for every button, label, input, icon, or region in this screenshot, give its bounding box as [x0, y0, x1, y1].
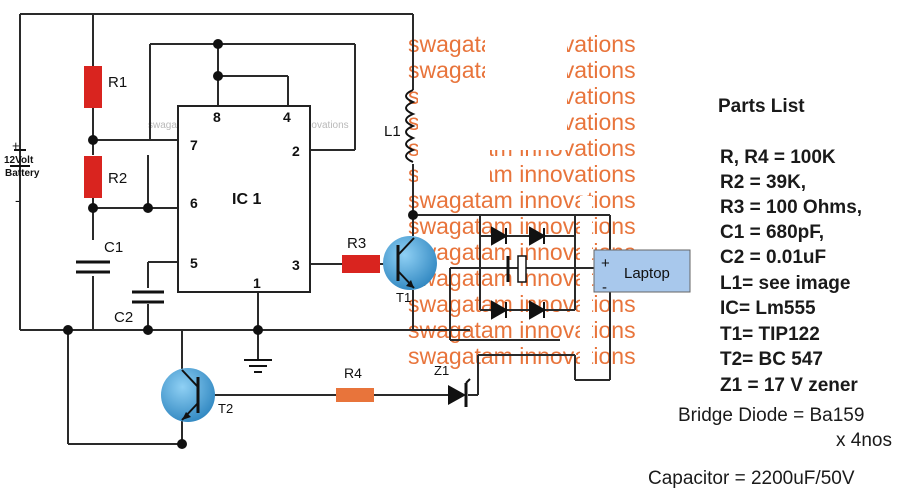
battery-minus: -	[15, 192, 20, 208]
filter-capacitor	[506, 255, 527, 283]
pin-4: 4	[283, 109, 291, 125]
label-laptop: Laptop	[624, 265, 670, 282]
parts-list-title: Parts List	[718, 96, 805, 117]
bridge-diode-qty: x 4nos	[836, 430, 892, 451]
resistor-r2	[84, 156, 102, 198]
label-z1: Z1	[434, 363, 449, 378]
bridge-diode-note: Bridge Diode = Ba159	[678, 405, 864, 426]
parts-item: IC= Lm555	[720, 298, 816, 319]
watermark-line: swagatam innovations	[408, 213, 636, 239]
label-r1: R1	[108, 74, 127, 91]
parts-item: R2 = 39K,	[720, 172, 806, 193]
parts-item: Z1 = 17 V zener	[720, 375, 858, 396]
capacitors	[76, 260, 164, 304]
zener-z1	[448, 378, 471, 407]
parts-item: C2 = 0.01uF	[720, 247, 826, 268]
diode	[529, 226, 547, 246]
capacitor-note: Capacitor = 2200uF/50V	[648, 468, 855, 489]
ic-555: IC 1 8 4 7 2 6 5 3 1	[177, 105, 311, 293]
parts-item: L1= see image	[720, 273, 850, 294]
laptop-minus: -	[602, 279, 607, 296]
parts-item: T2= BC 547	[720, 349, 823, 370]
pin-8: 8	[213, 109, 221, 125]
pin-2: 2	[292, 143, 300, 159]
resistor-r3	[342, 255, 380, 273]
label-r2: R2	[108, 170, 127, 187]
pin-5: 5	[190, 255, 198, 271]
parts-list: Parts List R, R4 = 100K R2 = 39K, R3 = 1…	[718, 96, 862, 396]
label-c1: C1	[104, 239, 123, 256]
diode	[491, 226, 509, 246]
laptop-plus: +	[601, 255, 610, 272]
parts-item: R, R4 = 100K	[720, 147, 836, 168]
inductor-l1	[405, 89, 416, 163]
transistor-t1	[383, 236, 437, 290]
label-c2: C2	[114, 309, 133, 326]
resistor-r1	[84, 66, 102, 108]
transistor-t2	[161, 368, 215, 422]
battery-label: Battery	[5, 168, 40, 179]
label-t1: T1	[396, 290, 411, 305]
label-t2: T2	[218, 401, 233, 416]
battery: + 12Volt Battery -	[4, 138, 40, 208]
diode	[491, 300, 509, 320]
pin-3: 3	[292, 257, 300, 273]
notes: Bridge Diode = Ba159 x 4nos Capacitor = …	[648, 405, 892, 489]
label-ic: IC 1	[232, 191, 261, 208]
battery-plus: +	[12, 138, 20, 153]
wires	[19, 13, 611, 445]
pin-6: 6	[190, 195, 198, 211]
label-r4: R4	[344, 365, 362, 381]
junctions	[63, 39, 418, 449]
parts-item: C1 = 680pF,	[720, 222, 824, 243]
battery-voltage: 12Volt	[4, 155, 34, 166]
resistors: R1 R2 R3 R4	[84, 66, 380, 402]
diode	[529, 300, 547, 320]
bridge-diodes	[491, 226, 547, 320]
watermark-line: swagatam innovations	[408, 291, 636, 317]
watermark-line: swagatam innovations	[408, 187, 636, 213]
parts-item: T1= TIP122	[720, 324, 820, 345]
pin-7: 7	[190, 137, 198, 153]
label-l1: L1	[384, 123, 401, 140]
parts-item: R3 = 100 Ohms,	[720, 197, 862, 218]
laptop-load: Laptop + -	[593, 249, 691, 296]
resistor-r4	[336, 388, 374, 402]
pin-1: 1	[253, 275, 261, 291]
ground-icon	[244, 359, 272, 373]
label-r3: R3	[347, 235, 366, 252]
